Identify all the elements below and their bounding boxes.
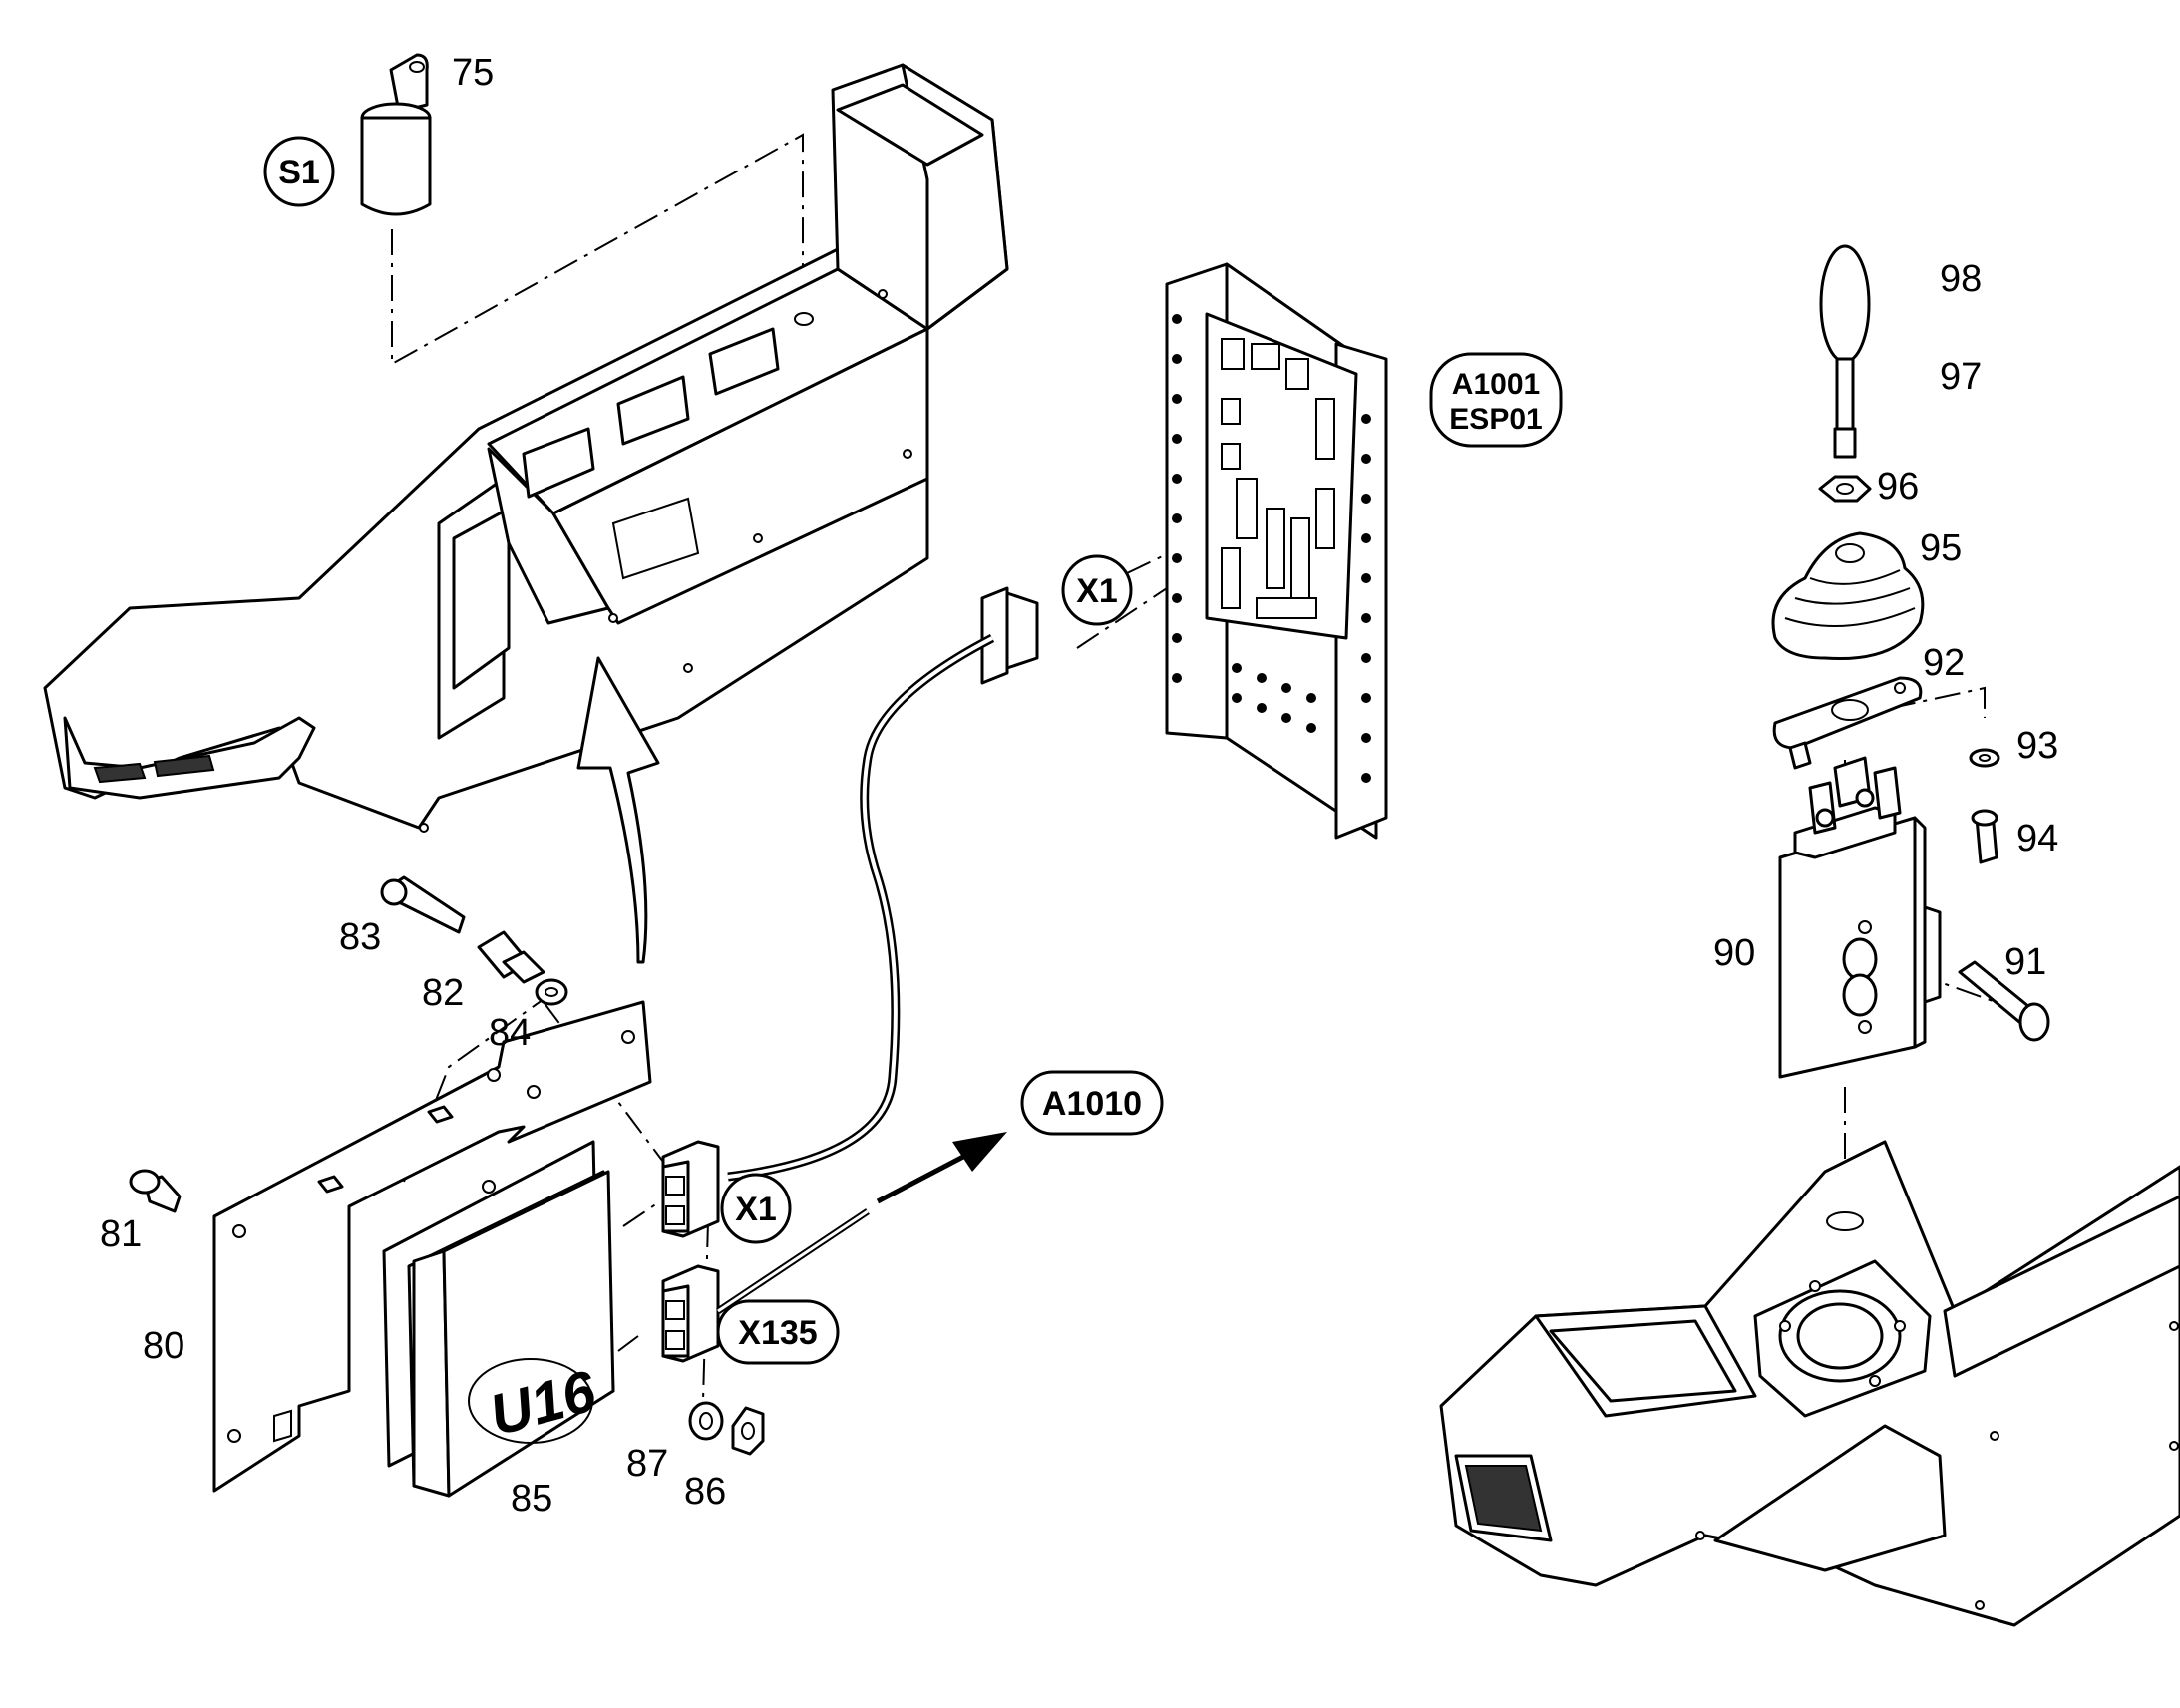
arrow-to-a1010 [876, 1132, 1007, 1204]
part-number-90: 90 [1713, 932, 1755, 974]
curved-arrow [576, 656, 660, 964]
mounting-plate [212, 1000, 652, 1493]
joystick-assembly [1771, 244, 2050, 1079]
tag-s1: S1 [278, 154, 320, 191]
tag-x135: X135 [738, 1314, 817, 1352]
part-number-84: 84 [489, 1012, 531, 1054]
part-number-98: 98 [1940, 258, 1982, 300]
part-number-87: 87 [626, 1443, 668, 1485]
part-number-80: 80 [143, 1325, 184, 1367]
part-number-97: 97 [1940, 356, 1982, 398]
tag-a1001: A1001 [1452, 368, 1540, 401]
part-number-83: 83 [339, 916, 381, 958]
tag-a1010: A1010 [1042, 1085, 1142, 1123]
lower-housing [1439, 1140, 2180, 1627]
part-number-96: 96 [1877, 466, 1919, 508]
part-number-91: 91 [2004, 941, 2046, 983]
control-board-a1001 [1165, 262, 1388, 840]
tag-esp01: ESP01 [1449, 403, 1542, 436]
module-u16: U16 [382, 1140, 615, 1498]
x1-cable [661, 586, 1039, 1363]
tag-x1-lower: X1 [735, 1191, 777, 1228]
part-number-93: 93 [2016, 725, 2058, 767]
part-number-75: 75 [452, 52, 494, 94]
part-number-92: 92 [1923, 642, 1965, 684]
reference-tags: S1 X1 X1 X135 A1010 A1001 ESP01 [263, 136, 1563, 1365]
tag-x1-upper: X1 [1076, 572, 1118, 610]
part-number-94: 94 [2016, 818, 2058, 859]
part-number-95: 95 [1920, 527, 1962, 569]
part-number-81: 81 [100, 1213, 142, 1255]
part-number-85: 85 [511, 1478, 552, 1520]
upper-console-housing [43, 63, 1009, 833]
hardware-left [129, 875, 765, 1456]
key-switch [360, 53, 432, 216]
part-number-86: 86 [684, 1471, 726, 1513]
part-number-82: 82 [422, 972, 464, 1014]
part-number-labels: 75 83 82 84 81 80 85 87 86 98 97 96 95 9… [100, 52, 2058, 1520]
